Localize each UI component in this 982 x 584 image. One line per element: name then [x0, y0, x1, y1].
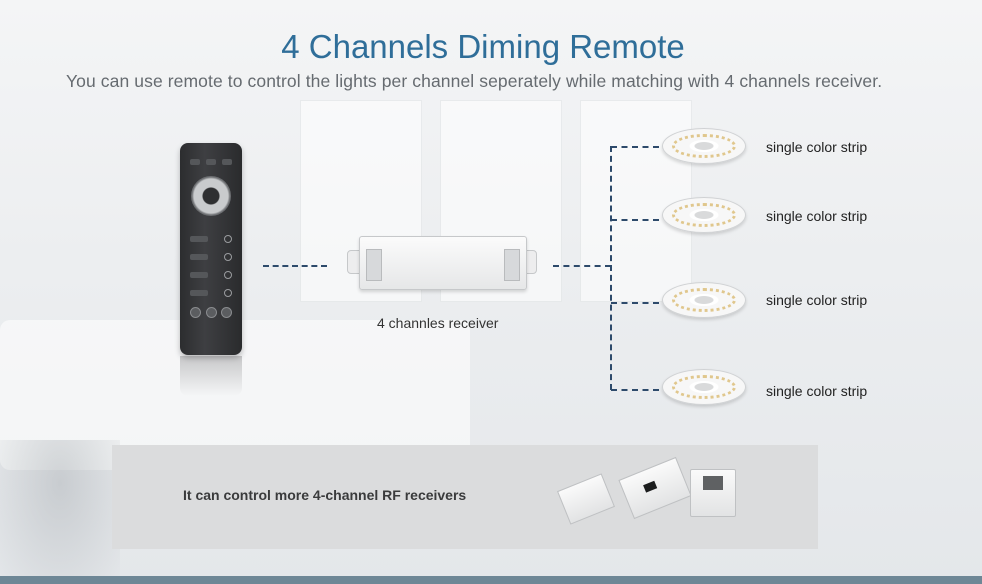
receiver-device-image [618, 456, 692, 520]
connector-remote-receiver [263, 265, 327, 267]
strip-label: single color strip [766, 292, 868, 308]
strip-label: single color strip [766, 208, 868, 224]
page-title: 4 Channels Diming Remote [281, 28, 685, 66]
connector-strip-2 [611, 219, 659, 221]
led-strip-reel-image [662, 282, 746, 318]
receiver-device-image [557, 473, 615, 525]
info-panel-text: It can control more 4-channel RF receive… [183, 487, 467, 503]
strip-label: single color strip [766, 139, 868, 155]
remote-reflection [180, 356, 242, 396]
connector-strip-4 [611, 389, 659, 391]
strip-label: single color strip [766, 383, 868, 399]
connector-vertical-bus [610, 146, 612, 390]
touch-wheel-icon [191, 176, 231, 216]
connector-strip-1 [611, 146, 659, 148]
led-strip-reel-image [662, 369, 746, 405]
led-strip-reel-image [662, 197, 746, 233]
din-rail-receiver-image [690, 469, 736, 517]
receiver-caption: 4 channles receiver [377, 315, 499, 331]
info-panel: It can control more 4-channel RF receive… [112, 445, 818, 549]
led-strip-reel-image [662, 128, 746, 164]
connector-strip-3 [611, 302, 659, 304]
page-subtitle: You can use remote to control the lights… [66, 71, 883, 91]
connector-receiver-bus [553, 265, 611, 267]
remote-control-image [180, 143, 242, 355]
receiver-image [347, 230, 537, 294]
